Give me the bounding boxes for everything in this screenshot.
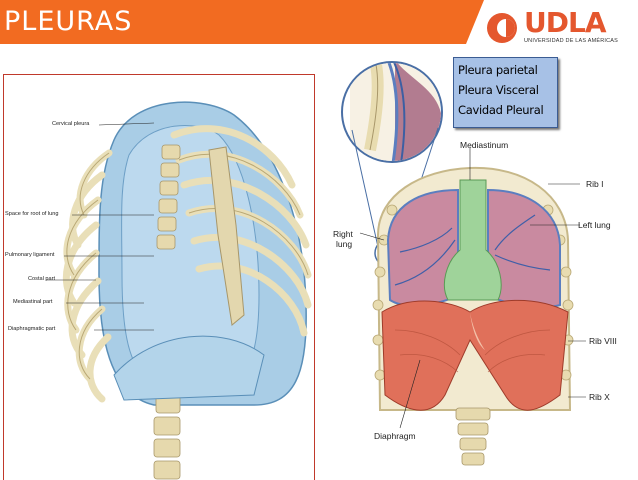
title-bar-wedge — [466, 0, 484, 44]
label-mediastinum: Mediastinum — [460, 140, 509, 150]
page-title: PLEURAS — [4, 6, 133, 37]
logo-wordmark: UDLA — [524, 6, 606, 39]
udla-logo-icon — [487, 13, 517, 43]
logo-subtitle: UNIVERSIDAD DE LAS AMÉRICAS — [524, 38, 619, 44]
label-right-lung-line2: lung — [336, 239, 353, 249]
udla-logo: UDLA UNIVERSIDAD DE LAS AMÉRICAS — [484, 6, 634, 48]
thorax-pleura-illustration — [46, 101, 312, 480]
label-left-lung: Left lung — [578, 220, 611, 230]
label-diaphragm: Diaphragm — [374, 431, 416, 441]
pleura-legend-box: Pleura parietal Pleura Visceral Cavidad … — [453, 57, 558, 128]
label-pulmonary-ligament: Pulmonary ligament — [5, 252, 55, 258]
label-rib-10: Rib X — [589, 392, 610, 402]
title-bar: PLEURAS — [0, 0, 466, 44]
label-mediastinal-part: Mediastinal part — [13, 299, 53, 305]
legend-item-pleura-visceral: Pleura Visceral — [458, 83, 539, 97]
legend-item-cavidad-pleural: Cavidad Pleural — [458, 103, 544, 117]
label-right-lung-line1: Right — [333, 229, 353, 239]
label-rib-8: Rib VIII — [589, 336, 617, 346]
left-figure-panel: Cervical pleura Space for root of lung P… — [3, 74, 315, 480]
label-cervical-pleura: Cervical pleura — [52, 121, 90, 127]
label-space-root-of-lung: Space for root of lung — [5, 211, 59, 217]
legend-item-pleura-parietal: Pleura parietal — [458, 63, 538, 77]
label-diaphragmatic-part: Diaphragmatic part — [8, 326, 56, 332]
label-rib-1: Rib I — [586, 179, 604, 189]
label-costal-part: Costal part — [28, 276, 56, 282]
